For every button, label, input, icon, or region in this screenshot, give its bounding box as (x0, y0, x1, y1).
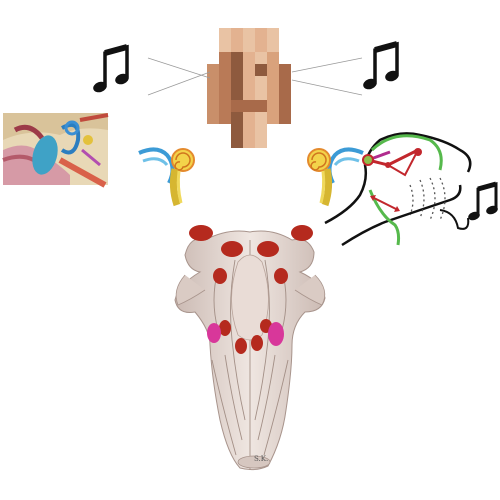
face-pixel (231, 112, 243, 124)
face-pixel (255, 100, 267, 112)
face-photo (180, 5, 320, 148)
face-pixel (255, 76, 267, 88)
nucleus-marker (274, 268, 288, 284)
face-pixel (243, 88, 255, 100)
brainstem-nuclei-red (189, 225, 313, 354)
nucleus-marker (219, 320, 231, 336)
artist-signature: S.K. (254, 455, 268, 463)
face-pixel (267, 40, 279, 52)
face-pixel (267, 52, 279, 64)
face-pixel (243, 64, 255, 76)
face-pixel (231, 40, 243, 52)
face-pixel (219, 40, 231, 52)
nucleus-marker (291, 225, 313, 241)
face-pixel (243, 76, 255, 88)
face-pixel (243, 124, 255, 136)
nucleus-marker (268, 322, 284, 346)
nucleus-marker (207, 323, 221, 343)
vocal-tract-diagram (324, 132, 472, 247)
face-pixel (219, 88, 231, 100)
face-pixel (231, 136, 243, 148)
face-pixel (207, 88, 219, 100)
cochlea-left-illustration (138, 147, 195, 207)
face-pixel (231, 76, 243, 88)
face-pixel (267, 112, 279, 124)
face-pixel (255, 40, 267, 52)
face-pixel (279, 88, 291, 100)
face-pixel (231, 64, 243, 76)
nucleus-marker (235, 338, 247, 354)
face-pixel (279, 76, 291, 88)
music-note-right-icon (363, 41, 399, 90)
face-pixel (255, 64, 267, 76)
face-pixel (279, 112, 291, 124)
brainstem-illustration: S.K. (174, 230, 326, 471)
nucleus-marker (221, 241, 243, 257)
face-pixel (267, 64, 279, 76)
face-pixel (231, 88, 243, 100)
face-pixel (267, 28, 279, 40)
nucleus-marker (257, 241, 279, 257)
face-pixel (243, 28, 255, 40)
face-pixel (243, 112, 255, 124)
ear-anatomy-illustration (2, 113, 109, 188)
face-pixel (255, 136, 267, 148)
face-pixel (243, 136, 255, 148)
nucleus-marker (213, 268, 227, 284)
face-pixel (219, 52, 231, 64)
face-pixel (243, 52, 255, 64)
brainstem-nuclei-magenta (207, 322, 284, 346)
face-pixel (255, 124, 267, 136)
face-pixel (207, 64, 219, 76)
face-pixel (207, 76, 219, 88)
face-pixel (267, 100, 279, 112)
cochlea-right-illustration (307, 147, 364, 207)
face-pixel (207, 100, 219, 112)
face-pixel (243, 40, 255, 52)
face-pixel (243, 100, 255, 112)
face-pixel (219, 76, 231, 88)
face-pixel (267, 88, 279, 100)
face-pixel (231, 100, 243, 112)
face-pixel (255, 112, 267, 124)
face-pixel (267, 76, 279, 88)
face-pixel (219, 64, 231, 76)
face-pixel (219, 100, 231, 112)
music-note-far-right-icon (468, 181, 498, 221)
nucleus-marker (189, 225, 213, 241)
face-pixel (279, 100, 291, 112)
face-pixel (219, 112, 231, 124)
nucleus-marker (251, 335, 263, 351)
face-pixel (231, 52, 243, 64)
face-pixel (255, 52, 267, 64)
face-pixel (255, 88, 267, 100)
sound-lines (147, 57, 363, 96)
face-pixel (231, 124, 243, 136)
music-note-left-icon (93, 44, 129, 93)
face-pixel (279, 64, 291, 76)
face-pixel (231, 28, 243, 40)
face-pixel (207, 112, 219, 124)
face-pixel (219, 28, 231, 40)
face-pixel (255, 28, 267, 40)
